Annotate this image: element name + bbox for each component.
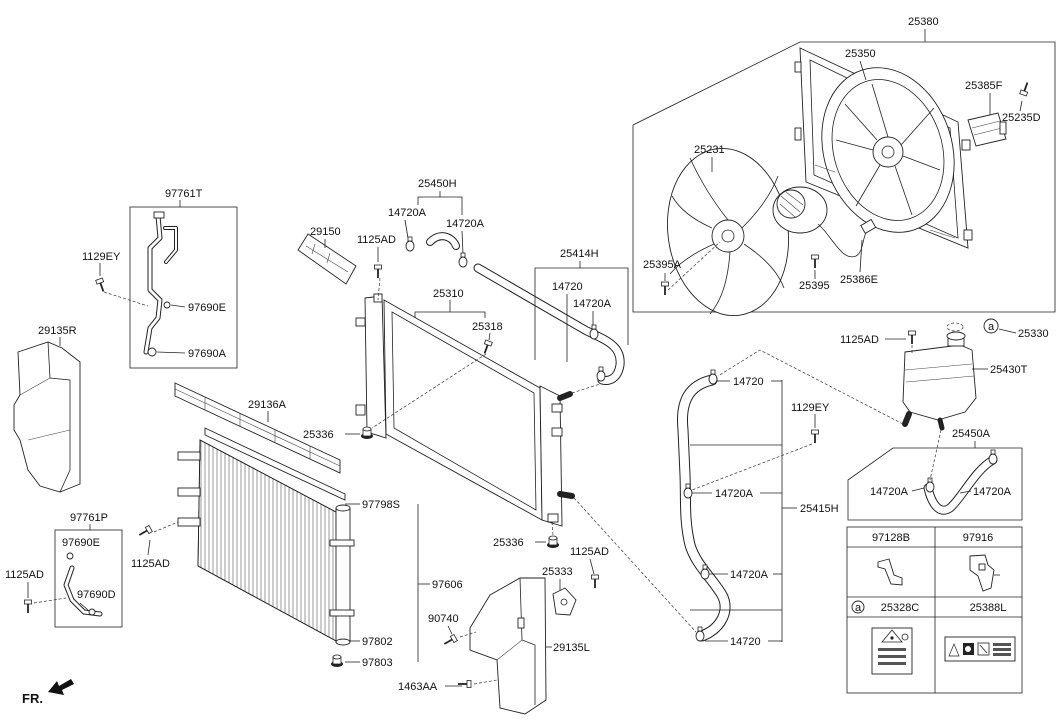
callout-25450a: 25450A [952, 428, 991, 440]
fan-shroud [794, 47, 973, 249]
callout-25395: 25395 [799, 280, 830, 292]
callout-14720a-3: 14720A [573, 298, 612, 310]
callout-1463aa: 1463AA [398, 681, 438, 693]
callout-97690e-upper: 97690E [188, 302, 226, 314]
dashed-assembly-lines [33, 241, 942, 685]
callout-1125ad-1: 1125AD [357, 234, 396, 246]
callout-25318: 25318 [472, 321, 503, 333]
callout-14720-3: 14720 [730, 636, 761, 648]
lower-hose-25415h [676, 374, 797, 642]
callout-97803: 97803 [362, 657, 393, 669]
callout-97606: 97606 [432, 579, 463, 591]
callout-29150: 29150 [310, 226, 341, 238]
callout-97690d: 97690D [77, 589, 116, 601]
callout-29136a: 29136A [248, 399, 287, 411]
front-direction-indicator: FR. [22, 679, 74, 706]
callout-1125ad-2: 1125AD [840, 334, 879, 346]
callout-1125ad-5: 1125AD [5, 569, 44, 581]
fan-motor [772, 186, 877, 258]
callout-97761t: 97761T [165, 188, 203, 200]
callout-1125ad-4: 1125AD [570, 546, 609, 558]
reservoir-tank [902, 322, 1017, 431]
part-image-97916 [969, 554, 1000, 592]
callout-14720a-7: 14720A [730, 569, 769, 581]
fan-shroud-assembly-outline [632, 29, 1056, 313]
callout-14720a-5: 14720A [973, 486, 1012, 498]
callout-29135r: 29135R [38, 325, 77, 337]
callout-14720-1: 14720 [552, 281, 583, 293]
callout-97802: 97802 [362, 636, 393, 648]
callout-25330: 25330 [1018, 328, 1049, 340]
part-image-25328c-warning-label [871, 627, 913, 675]
callout-25333: 25333 [542, 566, 573, 578]
air-guard-right [13, 337, 81, 493]
reference-marker-a-text: a [988, 321, 995, 333]
callout-29135l: 29135L [553, 642, 590, 654]
callout-97690a: 97690A [188, 348, 227, 360]
reference-marker-a: a [983, 318, 999, 334]
table-cell-97916: 97916 [963, 532, 994, 544]
callout-97690e-lower: 97690E [62, 537, 100, 549]
condenser [177, 439, 360, 646]
callout-25414h: 25414H [560, 248, 599, 260]
callout-25336-upper: 25336 [303, 429, 334, 441]
callout-25235d: 25235D [1002, 112, 1041, 124]
part-image-97128b [877, 558, 903, 586]
callout-14720-2: 14720 [733, 376, 764, 388]
bracket-25333 [552, 579, 577, 616]
callout-25386e: 25386E [840, 274, 878, 286]
reservoir-hose-25450a [847, 441, 1023, 521]
callout-25450h: 25450H [418, 178, 457, 190]
callout-25415h: 25415H [800, 503, 839, 515]
table-cell-97128b: 97128B [872, 532, 910, 544]
callout-14720a-4: 14720A [870, 486, 909, 498]
small-hose-25450h [404, 191, 464, 255]
ac-pipe-assembly-97761t [129, 200, 238, 369]
callout-97798s: 97798S [362, 499, 400, 511]
callout-14720a-1: 14720A [388, 207, 427, 219]
fan-resistor [967, 93, 1007, 147]
callout-25395a: 25395A [643, 259, 682, 271]
callout-14720a-6: 14720A [715, 488, 754, 500]
table-marker-a: a [855, 602, 862, 614]
table-cell-25388l: 25388L [970, 602, 1007, 614]
callout-25310: 25310 [433, 288, 464, 300]
cooling-fan-blade [666, 147, 790, 317]
callout-97761p: 97761P [70, 512, 108, 524]
callout-25430t: 25430T [990, 364, 1028, 376]
parts-table: 97128B 97916 a 25328C 25388L [846, 526, 1023, 694]
leader-lines [27, 60, 1023, 687]
callout-25336-lower: 25336 [493, 537, 524, 549]
callout-25231: 25231 [694, 144, 725, 156]
callout-90740: 90740 [428, 613, 459, 625]
front-direction-label: FR. [22, 691, 43, 706]
callout-25380: 25380 [908, 16, 939, 28]
part-image-25388l-caution-label [944, 636, 1016, 662]
callout-14720a-2: 14720A [446, 218, 485, 230]
bracket-29150 [297, 233, 357, 285]
callout-25350: 25350 [845, 48, 876, 60]
condenser-seal-97798s [204, 427, 346, 501]
ac-pipe-assembly-97761p [54, 524, 123, 628]
callout-1125ad-3: 1125AD [131, 558, 170, 570]
callout-1129ey-left: 1129EY [82, 251, 121, 263]
condenser-upper-seal-29136a [174, 382, 341, 474]
table-cell-25328c: 25328C [881, 602, 920, 614]
callout-25385f: 25385F [965, 80, 1003, 92]
radiator [355, 293, 575, 527]
air-guard-left [469, 577, 552, 715]
callout-1129ey-right: 1129EY [791, 402, 830, 414]
callout-labels: 25380 25350 25385F 25235D 25231 25395A 2… [5, 16, 1049, 693]
